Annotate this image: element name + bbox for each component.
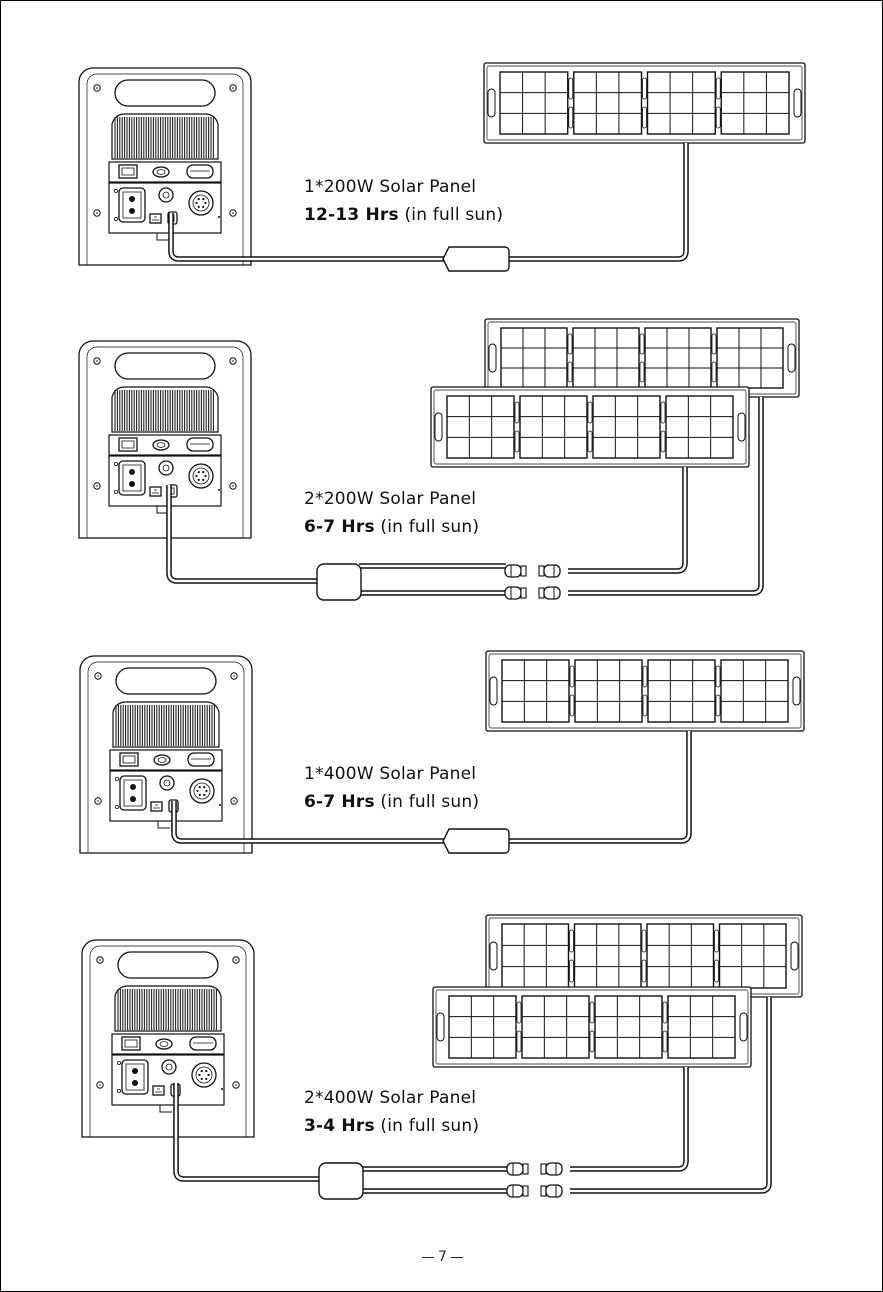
y-branch-connector-icon: [319, 1163, 363, 1199]
panel-label: 2*400W Solar Panel: [304, 1084, 479, 1112]
page-number-value: 7: [438, 1249, 447, 1265]
power-station-rear-icon: [79, 341, 251, 538]
charge-hours: 12-13 Hrs: [304, 205, 399, 225]
power-station-rear-icon: [79, 68, 251, 265]
mc4-connector-icon: [505, 565, 560, 577]
panel-label: 1*400W Solar Panel: [304, 760, 479, 788]
sun-condition: (in full sun): [380, 792, 479, 812]
anderson-plug-icon: [443, 247, 509, 271]
sun-condition: (in full sun): [380, 1116, 479, 1136]
caption-config-2: 2*200W Solar Panel 6-7 Hrs (in full sun): [304, 485, 479, 541]
charge-hours: 6-7 Hrs: [304, 517, 375, 537]
y-branch-connector-icon: [317, 564, 361, 600]
sun-condition: (in full sun): [380, 517, 479, 537]
panel-label: 2*200W Solar Panel: [304, 485, 479, 513]
solar-panel-icon: [433, 987, 751, 1067]
caption-config-3: 1*400W Solar Panel 6-7 Hrs (in full sun): [304, 760, 479, 816]
solar-panel-icon: [485, 319, 799, 397]
mc4-connector-icon: [507, 1163, 562, 1175]
solar-panel-icon: [486, 915, 802, 997]
cable: [568, 467, 685, 571]
mc4-connector-icon: [505, 587, 560, 599]
power-station-rear-icon: [82, 940, 254, 1137]
power-station-rear-icon: [80, 656, 252, 853]
mc4-connector-icon: [507, 1185, 562, 1197]
page-number: 7: [1, 1249, 883, 1265]
panel-label: 1*200W Solar Panel: [304, 173, 503, 201]
charge-hours: 6-7 Hrs: [304, 792, 375, 812]
solar-panel-icon: [431, 387, 749, 467]
charge-hours: 3-4 Hrs: [304, 1116, 375, 1136]
solar-panel-icon: [486, 651, 804, 731]
caption-config-1: 1*200W Solar Panel 12-13 Hrs (in full su…: [304, 173, 503, 229]
solar-panel-icon: [484, 63, 805, 143]
caption-config-4: 2*400W Solar Panel 3-4 Hrs (in full sun): [304, 1084, 479, 1140]
cable: [570, 1067, 686, 1169]
sun-condition: (in full sun): [404, 205, 503, 225]
anderson-plug-icon: [443, 829, 509, 853]
